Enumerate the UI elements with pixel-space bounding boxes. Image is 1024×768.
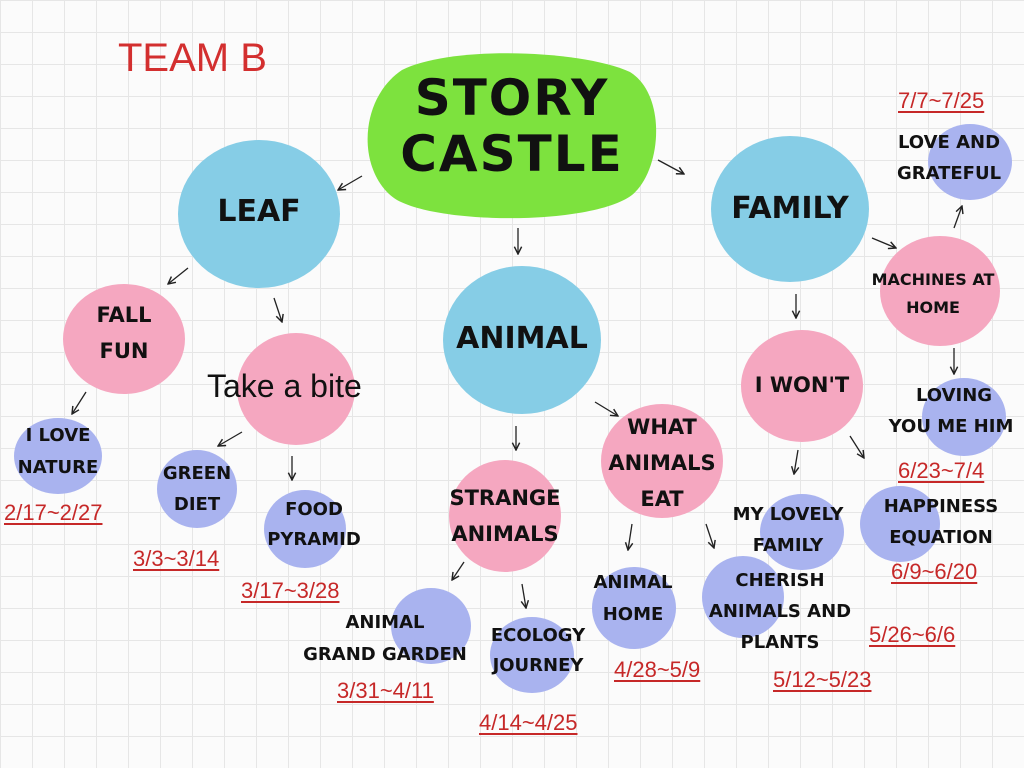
what-animals-eat-label-3: EAT bbox=[640, 487, 684, 511]
ecology-journey-circle bbox=[490, 617, 574, 693]
cherish-circle bbox=[702, 556, 784, 638]
topic-leaf-label: LEAF bbox=[217, 194, 301, 229]
take-a-bite-label: Take a bite bbox=[207, 368, 362, 404]
arrow-iwont-happiness bbox=[849, 435, 864, 458]
animal-grand-garden-label-1: ANIMAL bbox=[345, 612, 425, 633]
strange-animals-label-2: ANIMALS bbox=[451, 522, 559, 546]
love-and-grateful-circle bbox=[928, 124, 1012, 200]
arrow-iwont-lovely bbox=[794, 449, 798, 474]
topic-family-circle bbox=[711, 136, 869, 282]
animal-home-label-2: HOME bbox=[602, 604, 664, 625]
food-pyramid-circle bbox=[264, 490, 346, 568]
what-animals-eat-circle bbox=[601, 404, 723, 518]
date-cherish: 5/12~5/23 bbox=[773, 667, 872, 692]
date-food-pyramid: 3/17~3/28 bbox=[241, 578, 340, 603]
fall-fun-circle bbox=[63, 284, 185, 394]
topic-animal-label: ANIMAL bbox=[456, 321, 588, 356]
arrow-fallfun-nature bbox=[72, 391, 87, 414]
arrow-title-family bbox=[657, 159, 684, 174]
loving-you-me-him-label-1: LOVING bbox=[915, 385, 993, 406]
arrow-leaf-bite bbox=[273, 297, 282, 322]
arrow-strange-garden bbox=[452, 561, 465, 580]
animal-home-label-1: ANIMAL bbox=[593, 572, 673, 593]
topic-leaf-circle bbox=[178, 140, 340, 288]
food-pyramid-label-2: PYRAMID bbox=[267, 529, 361, 550]
date-my-lovely-family: 5/26~6/6 bbox=[869, 622, 956, 647]
what-animals-eat-label-2: ANIMALS bbox=[608, 451, 716, 475]
arrow-machines-love bbox=[953, 206, 962, 229]
my-lovely-family-circle bbox=[760, 494, 844, 570]
topic-animal-circle bbox=[443, 266, 601, 414]
date-animal-home: 4/28~5/9 bbox=[614, 657, 701, 682]
i-wont-circle bbox=[741, 330, 863, 442]
team-label: TEAM B bbox=[118, 36, 267, 80]
fall-fun-label-1: FALL bbox=[96, 303, 152, 327]
ecology-journey-label-2: JOURNEY bbox=[492, 655, 584, 676]
animal-grand-garden-label-2: GRAND GARDEN bbox=[303, 644, 467, 665]
date-ecology-journey: 4/14~4/25 bbox=[479, 710, 578, 735]
arrow-strange-ecology bbox=[522, 583, 526, 608]
title-line-2: CASTLE bbox=[400, 125, 624, 183]
title-line-1: STORY bbox=[414, 69, 610, 127]
animal-home-circle bbox=[592, 567, 676, 649]
loving-you-me-him-label-2: YOU ME HIM bbox=[888, 416, 1014, 437]
what-animals-eat-label-1: WHAT bbox=[627, 415, 697, 439]
arrow-title-leaf bbox=[338, 175, 363, 190]
arrow-whateat-home bbox=[628, 523, 632, 550]
machines-at-home-circle bbox=[880, 236, 1000, 346]
green-diet-circle bbox=[157, 450, 237, 528]
cherish-label-3: PLANTS bbox=[740, 632, 820, 653]
ecology-journey-label-1: ECOLOGY bbox=[490, 625, 586, 646]
arrow-whateat-cherish bbox=[705, 523, 714, 548]
strange-animals-label-1: STRANGE bbox=[449, 486, 561, 510]
machines-at-home-label-1: MACHINES AT bbox=[871, 270, 995, 289]
topic-family-label: FAMILY bbox=[731, 191, 849, 226]
green-diet-label-1: GREEN bbox=[162, 463, 232, 484]
arrow-bite-greendiet bbox=[218, 431, 243, 446]
machines-at-home-label-2: HOME bbox=[906, 298, 960, 317]
my-lovely-family-label-1: MY LOVELY bbox=[732, 504, 844, 525]
title-blob bbox=[367, 53, 657, 219]
my-lovely-family-label-2: FAMILY bbox=[752, 535, 824, 556]
take-a-bite-circle bbox=[237, 333, 355, 445]
date-love-and-grateful: 7/7~7/25 bbox=[898, 88, 985, 113]
loving-you-me-him-circle bbox=[922, 378, 1006, 456]
i-wont-label: I WON'T bbox=[754, 373, 850, 397]
cherish-label-2: ANIMALS AND bbox=[708, 601, 852, 622]
date-loving-you-me-him: 6/23~7/4 bbox=[898, 458, 985, 483]
i-love-nature-circle bbox=[14, 418, 102, 494]
fall-fun-label-2: FUN bbox=[99, 339, 149, 363]
love-and-grateful-label-2: GRATEFUL bbox=[896, 163, 1002, 184]
arrow-family-machines bbox=[871, 237, 896, 248]
green-diet-label-2: DIET bbox=[173, 494, 221, 515]
i-love-nature-label-1: I LOVE bbox=[25, 425, 91, 446]
cherish-label-1: CHERISH bbox=[735, 570, 825, 591]
arrow-animal-whateat bbox=[594, 401, 618, 416]
date-happiness-equation: 6/9~6/20 bbox=[891, 559, 978, 584]
strange-animals-circle bbox=[449, 460, 561, 572]
i-love-nature-label-2: NATURE bbox=[17, 457, 99, 478]
date-green-diet: 3/3~3/14 bbox=[133, 546, 220, 571]
love-and-grateful-label-1: LOVE AND bbox=[897, 132, 1001, 153]
animal-grand-garden-circle bbox=[391, 588, 471, 664]
date-animal-grand-garden: 3/31~4/11 bbox=[337, 678, 434, 703]
date-i-love-nature: 2/17~2/27 bbox=[4, 500, 103, 525]
food-pyramid-label-1: FOOD bbox=[285, 499, 343, 520]
happiness-equation-label-1: HAPPINESS bbox=[883, 496, 999, 517]
happiness-equation-circle bbox=[860, 486, 940, 562]
happiness-equation-label-2: EQUATION bbox=[889, 527, 993, 548]
arrow-leaf-fallfun bbox=[168, 267, 189, 284]
